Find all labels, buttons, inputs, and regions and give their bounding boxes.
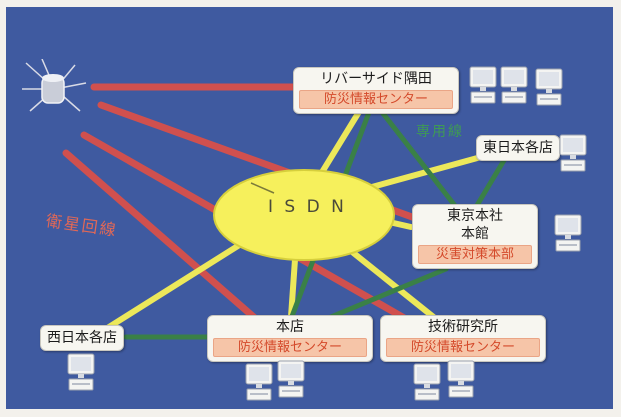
node-gijutsu-subtitle: 防災情報センター (386, 338, 540, 357)
computer-icon (559, 134, 587, 172)
computer-icon (535, 68, 563, 106)
node-honten: 本店 防災情報センター (207, 315, 373, 362)
isdn-cloud (213, 169, 395, 261)
dedicated-link-riverside-tokyo (375, 104, 459, 210)
computer-icon (500, 66, 528, 104)
satellite-icon (22, 59, 87, 112)
computer-icon (245, 363, 273, 401)
node-honten-subtitle: 防災情報センター (213, 338, 367, 357)
node-riverside-subtitle: 防災情報センター (299, 90, 453, 109)
dedicated-link-tokyo-honten (323, 266, 449, 322)
dedicated-link-higashi-tokyo (473, 154, 509, 210)
node-gijutsu-title: 技術研究所 (428, 319, 498, 335)
satellite-link-honten (62, 149, 260, 323)
node-tokyo-hq-subtitle: 災害対策本部 (418, 245, 532, 264)
dedicated-links (123, 104, 509, 340)
node-tokyo-hq-title2: 本館 (461, 226, 489, 242)
isdn-link-riverside (313, 104, 365, 185)
node-riverside: リバーサイド隅田 防災情報センター (293, 67, 459, 114)
computer-icon (413, 363, 441, 401)
computer-icon (67, 353, 95, 391)
isdn-label: I S D N (268, 197, 347, 217)
computer-icon (554, 214, 582, 252)
node-tokyo-hq-title: 東京本社 (447, 208, 503, 224)
node-tokyo-hq: 東京本社 本館 災害対策本部 (412, 204, 538, 269)
isdn-cloud-mark (250, 182, 275, 194)
isdn-link-higashi (358, 154, 484, 193)
computer-icon (447, 360, 475, 398)
node-riverside-title: リバーサイド隅田 (320, 71, 432, 87)
computer-icon (469, 66, 497, 104)
node-gijutsu: 技術研究所 防災情報センター (380, 315, 546, 362)
node-honten-title: 本店 (276, 319, 304, 335)
node-higashi: 東日本各店 (476, 135, 560, 161)
connection-lines (62, 83, 509, 340)
dedicated-line-label: 専用線 (416, 124, 464, 140)
node-nishi: 西日本各店 (40, 325, 124, 351)
computer-icon (277, 360, 305, 398)
network-diagram: 衛星回線 専用線 I S D N リバーサイド隅田 防災情報センター 東日本各店… (6, 7, 613, 409)
